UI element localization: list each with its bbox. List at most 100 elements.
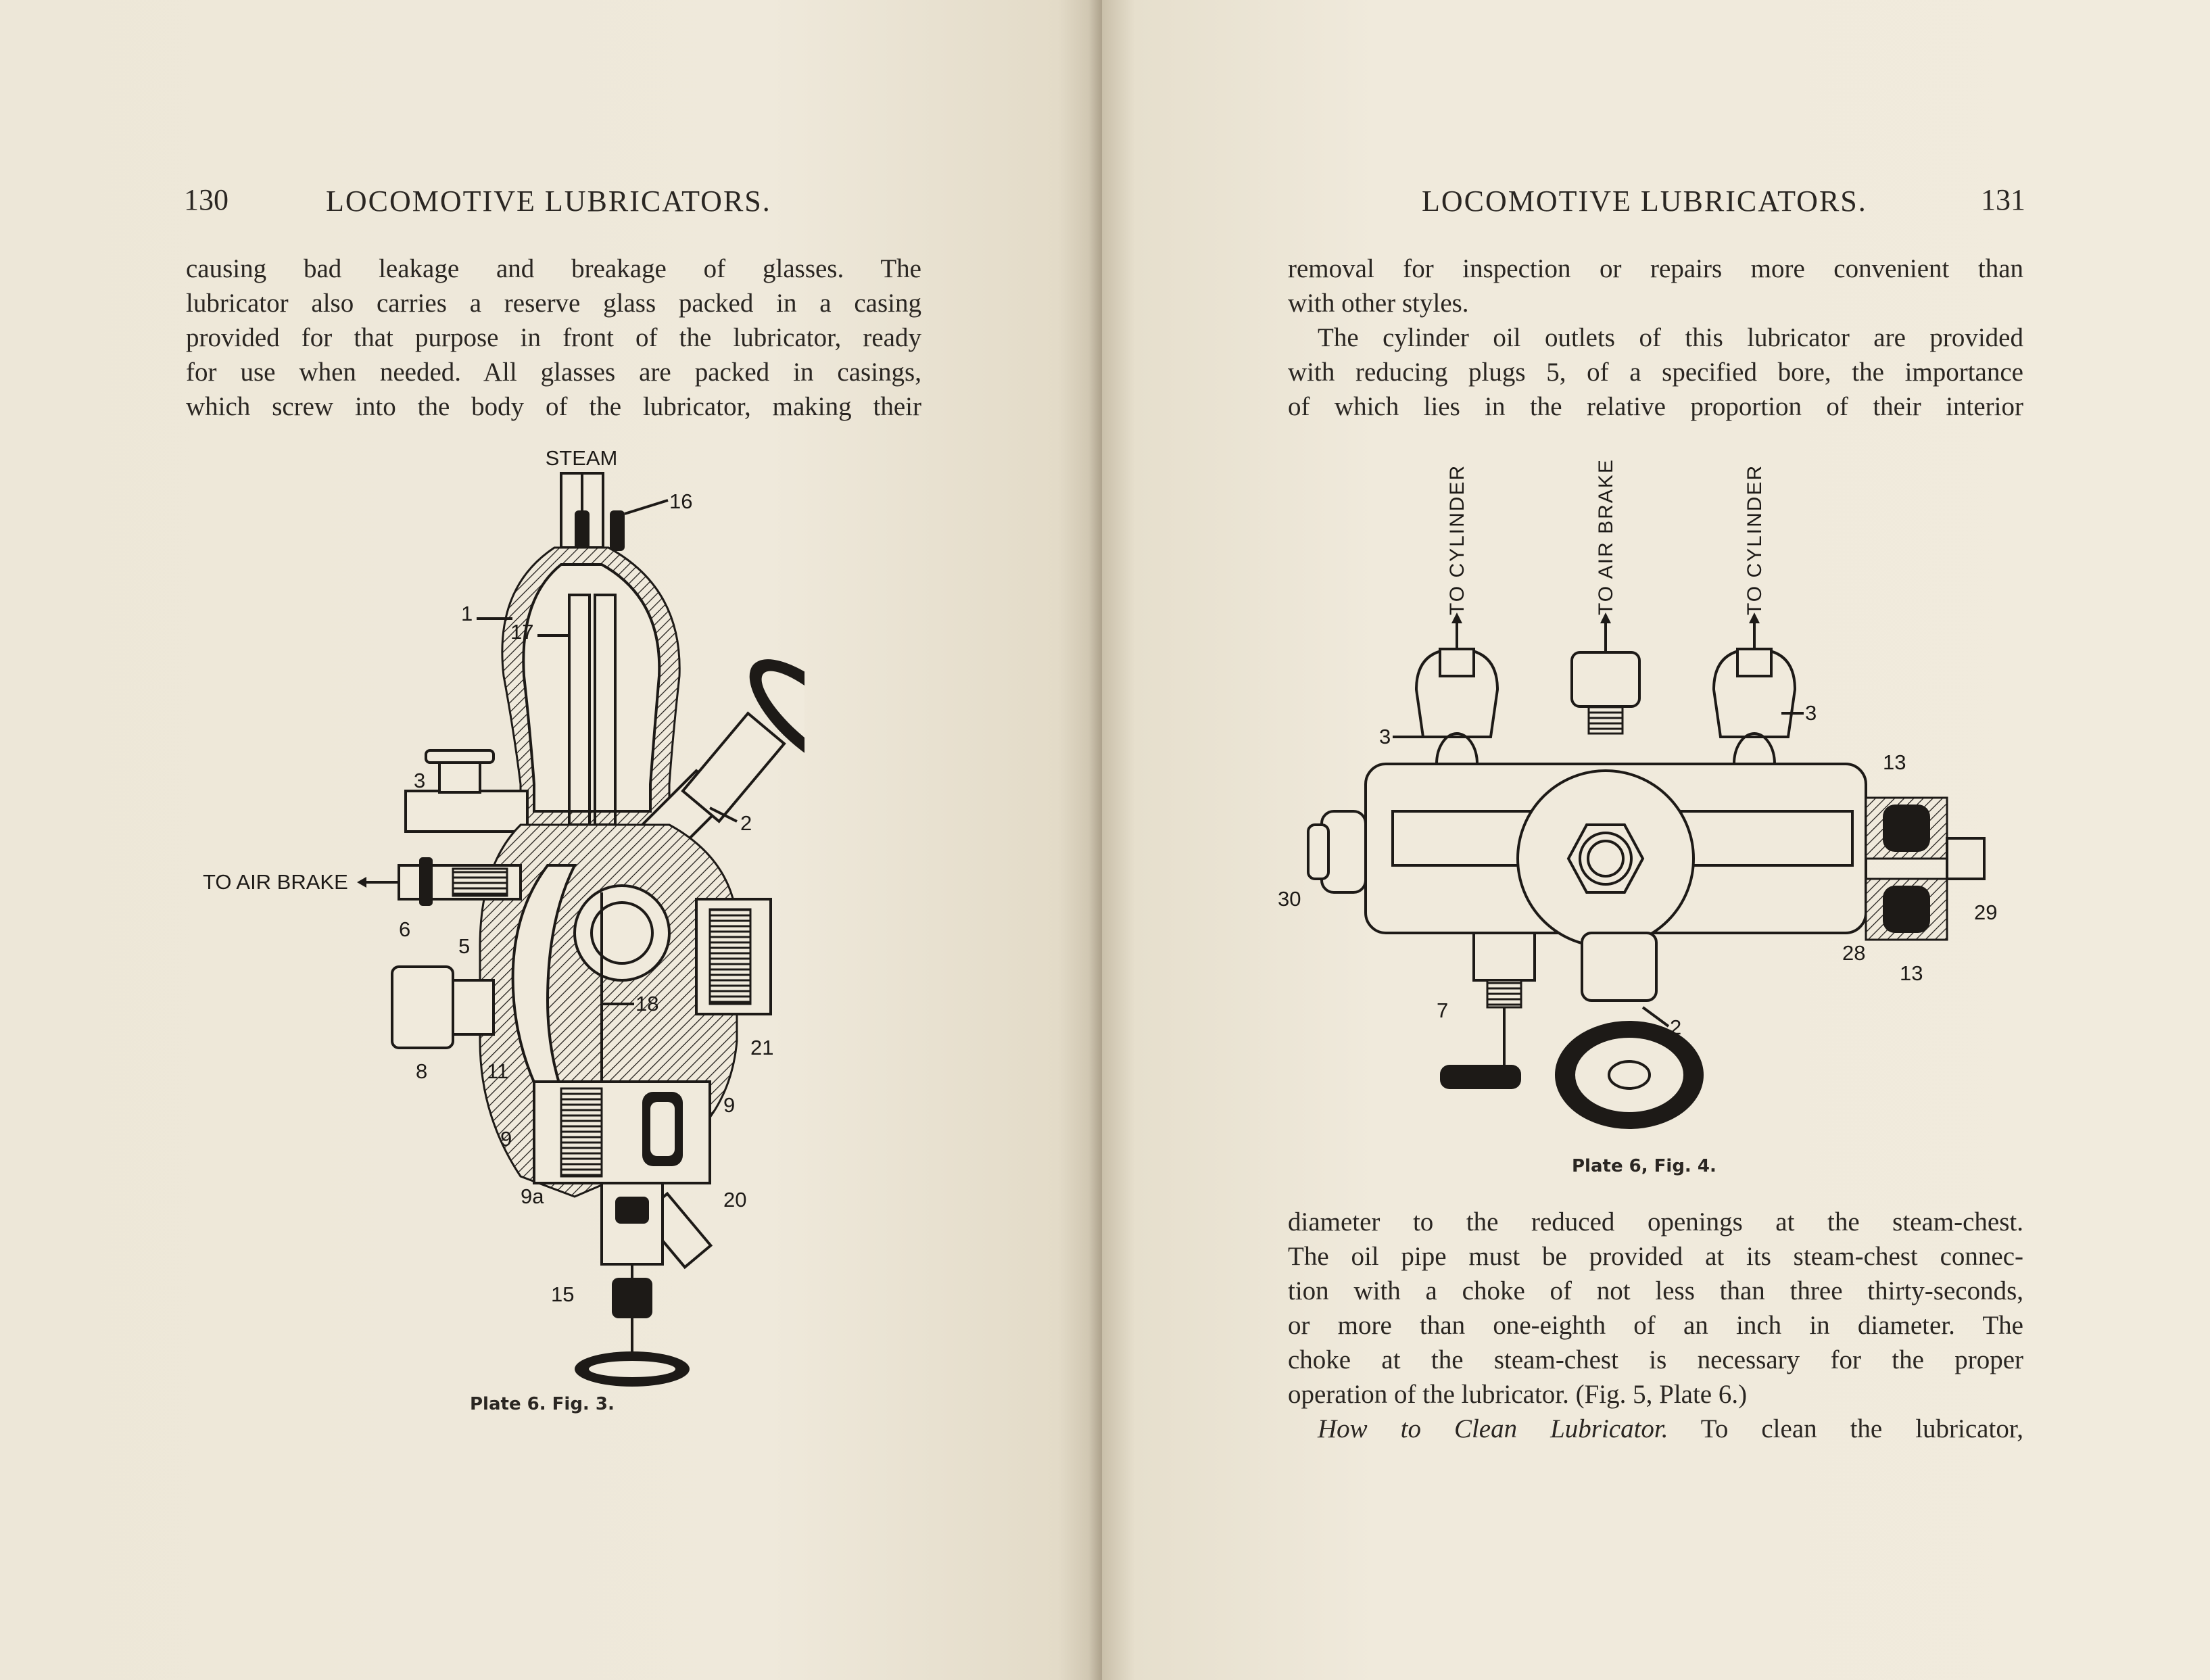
air-brake-arrow-head	[357, 877, 366, 888]
text-line: The oil pipe must be provided at its ste…	[1288, 1242, 2023, 1271]
section-text: To clean the lubricator,	[1700, 1414, 2023, 1443]
nut-16-right	[610, 510, 625, 551]
text-line: with reducing plugs 5, of a specified bo…	[1288, 358, 2023, 387]
label-17: 17	[510, 620, 533, 644]
figure-4-caption: Plate 6, Fig. 4.	[1572, 1156, 1716, 1176]
text-line: removal for inspection or repairs more c…	[1288, 254, 2023, 283]
text-line: diameter to the reduced openings at the …	[1288, 1207, 2023, 1237]
text-line: of which lies in the relative proportion…	[1288, 392, 2023, 421]
right-body-text-top: removal for inspection or repairs more c…	[1288, 251, 2023, 424]
label-8: 8	[416, 1059, 427, 1083]
label-9a: 9a	[521, 1184, 544, 1208]
text-line: The cylinder oil outlets of this lubrica…	[1318, 323, 2023, 352]
air-brake-thread	[1587, 705, 1624, 735]
label-9-left: 9	[500, 1127, 512, 1151]
valve-7-thread	[1486, 979, 1522, 1009]
outlet-nut-right	[1736, 648, 1773, 677]
figure-3-caption: Plate 6. Fig. 3.	[470, 1394, 615, 1414]
label-21: 21	[750, 1036, 773, 1059]
leader-2	[709, 807, 738, 823]
label-3-left: 3	[1379, 725, 1391, 748]
text-line-last: How to Clean Lubricator. To clean the lu…	[1288, 1412, 2023, 1446]
nut-16-left	[575, 510, 590, 551]
valve-7-handle	[1440, 1065, 1521, 1089]
nut-6	[419, 857, 433, 906]
label-13-bottom: 13	[1900, 961, 1923, 985]
running-head-left: LOCOMOTIVE LUBRICATORS.	[326, 185, 771, 218]
text-line: which screw into the body of the lubrica…	[186, 392, 921, 421]
label-to-air-brake: TO AIR BRAKE	[203, 870, 348, 894]
sight-feed-inner	[590, 901, 654, 965]
page-number-left: 130	[184, 183, 229, 216]
air-brake-fitting	[1570, 651, 1641, 708]
fitting-13-lower-plug	[1883, 886, 1930, 933]
handwheel-2-hub	[1608, 1060, 1651, 1090]
text-line: choke at the steam-chest is necessary fo…	[1288, 1345, 2023, 1374]
reducing-plug-5	[452, 867, 508, 897]
arrow-left-head	[1451, 613, 1462, 623]
label-28: 28	[1842, 941, 1865, 965]
label-to-air-brake: TO AIR BRAKE	[1595, 458, 1617, 615]
page-number-right: 131	[1981, 183, 2025, 216]
plug-9-left	[560, 1087, 603, 1178]
valve-2-stem	[681, 711, 786, 823]
reserve-glass-3	[404, 790, 529, 833]
label-9-right: 9	[723, 1093, 735, 1117]
handwheel-2-inner	[761, 671, 804, 763]
label-29: 29	[1974, 901, 1997, 924]
label-5: 5	[458, 934, 470, 958]
fitting-13-upper-plug	[1883, 805, 1930, 852]
figure-4-lubricator-diagram: TO CYLINDER TO AIR BRAKE TO CYLINDER 3 3…	[1278, 458, 1997, 1129]
leader-2	[1641, 1006, 1670, 1028]
handwheel-15-inner	[589, 1361, 675, 1377]
reserve-cap-top-3	[425, 749, 495, 764]
label-16: 16	[669, 489, 692, 513]
text-line: provided for that purpose in front of th…	[186, 323, 921, 352]
outlet-nut-left	[1439, 648, 1475, 677]
section-heading-italic: How to Clean Lubricator.	[1318, 1414, 1668, 1443]
text-line: causing bad leakage and breakage of glas…	[186, 254, 921, 283]
right-page: LOCOMOTIVE LUBRICATORS. 131 removal for …	[1102, 0, 2210, 1680]
text-line: operation of the lubricator. (Fig. 5, Pl…	[1288, 1380, 1748, 1409]
filling-plug-8	[391, 965, 454, 1049]
figure-3-lubricator-diagram: STEAM 16 17 1 2 3 18	[203, 446, 804, 1387]
nut-29	[1946, 837, 1986, 880]
label-15: 15	[551, 1282, 574, 1306]
label-6: 6	[399, 917, 410, 941]
label-13-top: 13	[1883, 750, 1906, 774]
text-line: for use when needed. All glasses are pac…	[186, 358, 921, 387]
text-line: or more than one-eighth of an inch in di…	[1288, 1311, 2023, 1340]
valve-2-body	[1581, 932, 1658, 1002]
cap-21-thread	[708, 908, 752, 1005]
label-18: 18	[635, 992, 658, 1015]
text-line: with other styles.	[1288, 289, 1469, 318]
text-line: tion with a choke of not less than three…	[1288, 1276, 2023, 1305]
label-30: 30	[1278, 887, 1301, 911]
label-20: 20	[723, 1188, 746, 1211]
valve-7-body	[1472, 932, 1536, 982]
label-1: 1	[461, 602, 473, 625]
text-line: lubricator also carries a reserve glass …	[186, 289, 921, 318]
label-7: 7	[1437, 999, 1448, 1022]
arrow-right-head	[1749, 613, 1760, 623]
left-body-text: causing bad leakage and breakage of glas…	[186, 251, 921, 424]
label-2: 2	[740, 811, 752, 835]
right-body-text-bottom: diameter to the reduced openings at the …	[1288, 1205, 2023, 1446]
label-to-cylinder-left: TO CYLINDER	[1446, 464, 1468, 615]
plug-9-right-inner	[650, 1102, 675, 1156]
center-nut-inner	[1587, 840, 1625, 878]
label-3-right: 3	[1805, 701, 1817, 725]
condenser-interior	[522, 563, 661, 813]
handwheel-2-inner	[1575, 1038, 1683, 1112]
left-page: 130 LOCOMOTIVE LUBRICATORS. causing bad …	[0, 0, 1102, 1680]
running-head-right: LOCOMOTIVE LUBRICATORS.	[1422, 185, 1867, 218]
label-steam: STEAM	[546, 446, 618, 470]
label-to-cylinder-right: TO CYLINDER	[1744, 464, 1766, 615]
leader-16	[624, 499, 669, 515]
label-11: 11	[487, 1059, 508, 1083]
filling-plug-8-neck	[452, 979, 495, 1036]
plug-30-cap	[1307, 823, 1330, 880]
center-nut-ring	[1579, 832, 1633, 886]
label-3: 3	[414, 769, 425, 792]
valve-15-nut	[615, 1197, 649, 1224]
